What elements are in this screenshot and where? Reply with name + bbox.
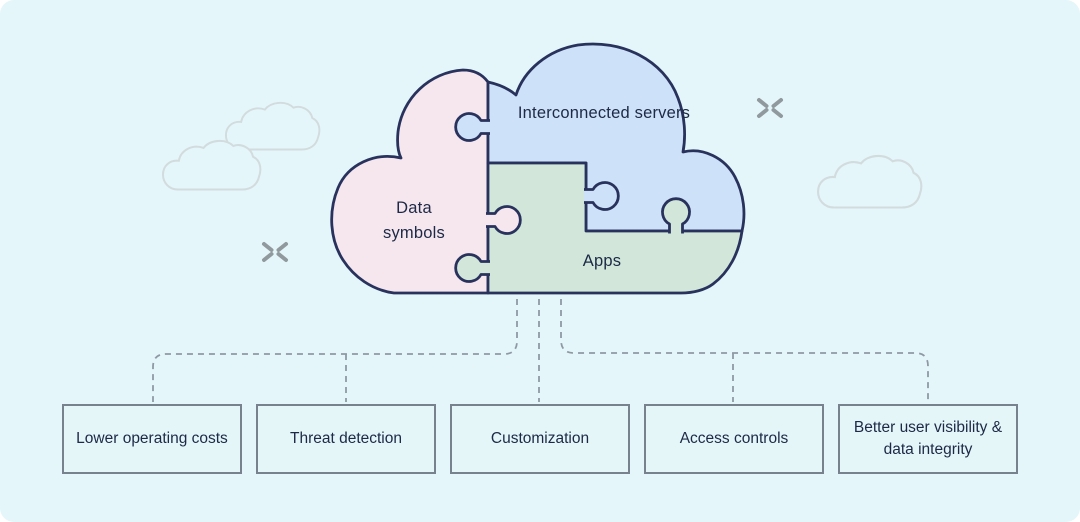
benefit-label: Lower operating costs [76,430,228,448]
label-apps: Apps [582,252,622,270]
sparkle-icon [262,242,288,262]
cloud-piece-data-symbols [330,68,490,295]
cloud-piece-apps [486,161,744,295]
benefit-label: Threat detection [289,430,402,448]
connector-to-lower-operating-costs [152,299,518,402]
background-cloud-icon [224,101,321,151]
puzzle-knob-blue-into-green [584,181,620,211]
benefit-box-customization: Customization [450,404,630,474]
benefit-box-access-controls: Access controls [644,404,824,474]
benefit-label: Customization [490,430,590,448]
label-data-symbols: Data symbols [383,199,445,242]
background-cloud-icon [162,139,262,191]
benefit-box-lower-operating-costs: Lower operating costs [62,404,242,474]
puzzle-knob-green-into-blue [661,197,691,234]
label-interconnected-servers: Interconnected servers [517,104,691,122]
benefit-box-better-user-visibility: Better user visibility & data integrity [838,404,1018,474]
sparkle-icon [757,98,783,118]
benefit-label: Access controls [679,430,789,448]
background-cloud-icon [816,154,923,209]
cloud-piece-interconnected-servers [486,42,746,233]
puzzle-knob-green-into-pink [454,253,490,283]
connector-lines [152,299,929,402]
connector-to-better-user-visibility [560,299,929,402]
benefit-label: Better user visibility & data integrity [853,419,1003,458]
puzzle-knob-pink-into-green [486,205,522,235]
puzzle-knob-blue-into-pink [454,112,490,142]
benefit-box-threat-detection: Threat detection [256,404,436,474]
